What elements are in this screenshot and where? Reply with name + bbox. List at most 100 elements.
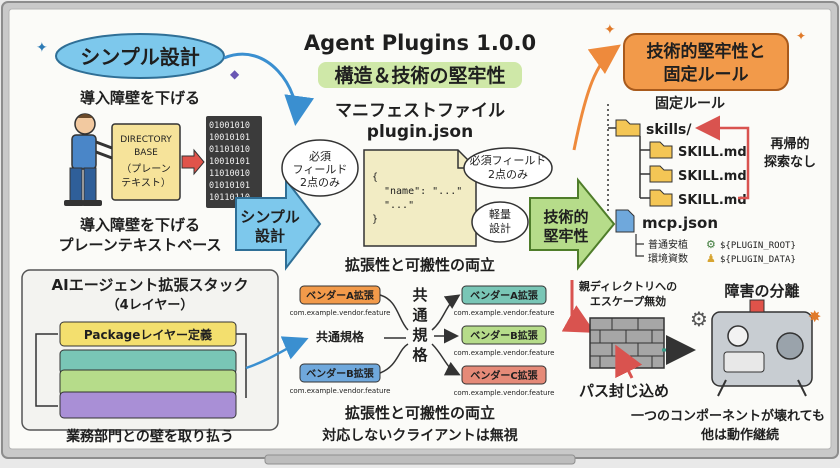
brick-wall-icon (589, 317, 665, 369)
tree-line (640, 149, 650, 199)
common-spec-char: 格 (412, 346, 428, 364)
bubble-text: 2点のみ (300, 176, 340, 189)
env-label: 普通安植 (648, 238, 688, 251)
bubble-text: 必須 (309, 150, 331, 163)
binary-line: 10010101 (209, 133, 250, 143)
speech-bubble (463, 147, 553, 189)
vendor-a-label: ベンダーA拡張 (470, 289, 539, 302)
left-caption-line: 導入障壁を下げる (80, 216, 200, 234)
stack-layer-4 (59, 391, 237, 419)
diagram-subtitle: 構造＆技術の堅牢性 (334, 64, 505, 87)
fault-caption: 一つのコンポーネントが壊れても (631, 408, 825, 424)
env-label: 環境資数 (648, 252, 688, 265)
folder-icon (649, 165, 673, 183)
manifest-subtitle: 拡張性と可搬性の両立 (345, 256, 495, 274)
feature-label: com.example.vendor.feature (290, 309, 391, 317)
binary-line: 01001010 (209, 121, 250, 131)
directory-box-line: DIRECTORY (120, 135, 172, 145)
tree-item-mcp-json: mcp.json (642, 214, 718, 232)
no-recursion-label: 探索なし (764, 154, 816, 170)
code-line: } (372, 214, 378, 225)
manifest-title: マニフェストファイル (335, 101, 505, 121)
flow-arrow (223, 52, 315, 126)
speech-bubble (471, 201, 529, 243)
connector-line (431, 294, 461, 331)
sparkle-icon: ✦ (796, 29, 806, 43)
escape-arrow (561, 280, 596, 333)
no-recursion-arrow (695, 115, 750, 200)
stack-bracket (35, 333, 58, 407)
bubble-text: フィールド (293, 163, 348, 176)
escape-label: エスケープ無効 (590, 294, 666, 308)
connector-line (379, 343, 409, 374)
simple-design-heading-bubble (55, 33, 225, 79)
feature-label: com.example.vendor.feature (454, 349, 555, 357)
gear-icon: ⚙ (706, 238, 716, 251)
file-icon (615, 209, 635, 233)
big-arrow-label: シンプル (240, 208, 300, 226)
speech-bubble (281, 139, 359, 197)
folder-icon (615, 119, 641, 137)
blocked-arrow (615, 344, 643, 379)
tree-line (635, 234, 644, 257)
stack-bracket (236, 333, 247, 398)
binary-line: 10010101 (209, 157, 250, 167)
agent-stack-section: AIエージェント拡張スタック （4レイヤー） Packageレイヤー定義 業務部… (21, 269, 279, 445)
person-icon: ♟ (706, 252, 716, 265)
sparkle-icon: ✦ (36, 40, 48, 56)
vendor-c-chip (461, 365, 547, 385)
code-line: "name": "..." (384, 186, 462, 197)
bubble-text: 設計 (489, 221, 511, 235)
robustness-heading-bubble (623, 33, 789, 91)
folder-icon (649, 189, 673, 207)
manifest-section: マニフェストファイル plugin.json 必須 フィールド 2点のみ { "… (281, 101, 553, 274)
no-recursion-label: 再帰的 (770, 136, 809, 152)
manifest-document-icon (363, 149, 477, 247)
tree-item-skills: skills/ (646, 122, 692, 138)
directory-box-line: テキスト） (121, 177, 171, 189)
diagram-title: Agent Plugins 1.0.0 (304, 31, 536, 55)
common-spec-char: 規 (412, 326, 427, 344)
fault-isolation-title: 障害の分離 (724, 282, 799, 300)
common-spec-label: 共通規格 (316, 329, 365, 344)
simple-design-heading: シンプル設計 (80, 45, 199, 69)
stack-footer: 業務部門との壁を取り払う (65, 428, 234, 445)
vendor-b-label: ベンダーB拡張 (470, 329, 539, 342)
simple-design-big-arrow (235, 177, 322, 271)
vendor-c-label: ベンダーC拡張 (470, 369, 538, 382)
feature-label: com.example.vendor.feature (454, 309, 555, 317)
bubble-text: 必須フィールド (470, 154, 547, 167)
spec-caption: 対応しないクライアントは無視 (321, 427, 517, 444)
lower-barrier-label: 導入障壁を下げる (80, 89, 200, 107)
fault-caption: 他は動作継続 (700, 427, 779, 443)
gear-icon: ⚙ (690, 307, 708, 331)
directory-base-box (111, 123, 181, 201)
left-caption-line: プレーンテキストベース (58, 236, 221, 254)
vendor-a-chip-right (461, 285, 547, 305)
common-spec-char: 共 (412, 286, 427, 304)
robustness-heading: 固定ルール (664, 64, 749, 85)
flow-arrow (245, 336, 309, 370)
sparkle-icon: ✦ (604, 22, 616, 38)
person-pushing-icon (64, 113, 113, 206)
title-highlight (318, 62, 522, 88)
env-var: ${PLUGIN_ROOT} (720, 241, 796, 251)
big-arrow-label: 堅牢性 (543, 227, 588, 245)
tree-item-skill-md: SKILL.md (678, 193, 747, 208)
folder-icon (649, 141, 673, 159)
path-seal-label: パス封じ込め (579, 382, 669, 400)
sparkle-icon: ◆ (230, 67, 240, 81)
vendor-a-label: ベンダーA拡張 (306, 289, 375, 302)
binary-line: 01101010 (209, 145, 250, 155)
big-arrow-label: 設計 (255, 227, 285, 245)
connector-line (379, 294, 409, 331)
tree-item-skill-md: SKILL.md (678, 169, 747, 184)
env-var: ${PLUGIN_DATA} (720, 255, 796, 265)
robot-machine-icon (711, 299, 813, 397)
binary-line: 01010101 (209, 181, 250, 191)
spec-section: ベンダーA拡張 com.example.vendor.feature 共通規格 … (290, 285, 555, 444)
robustness-section: 技術的堅牢性と 固定ルール ✦ ✦ 固定ルール skills/ SKILL.md… (561, 22, 825, 443)
broken-warning-icon: ✸ (808, 307, 821, 326)
code-line: { (372, 172, 378, 183)
